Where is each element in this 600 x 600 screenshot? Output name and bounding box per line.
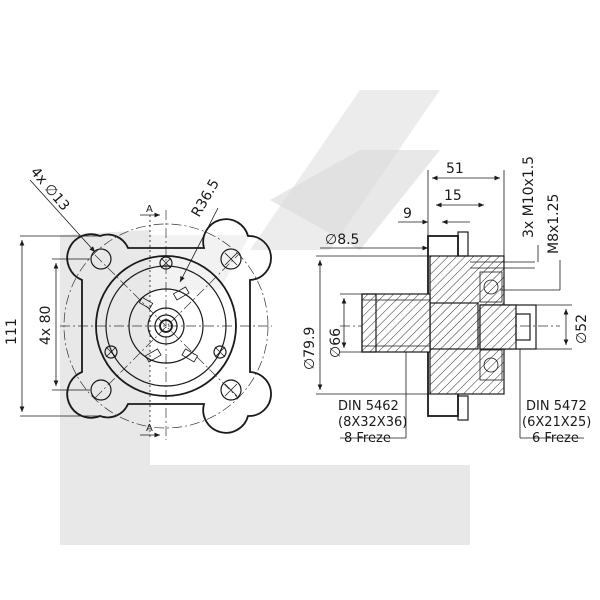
note-left-line2: (8X32X36) — [338, 415, 407, 430]
side-view: 51 15 9 ∅8.5 ∅79.9 ∅66 ∅52 3x M10x1.5 M8… — [302, 156, 590, 439]
slot-1 — [172, 286, 190, 301]
screw-left — [104, 345, 118, 359]
pilot-circle — [63, 223, 269, 429]
screw-right — [213, 345, 227, 359]
screw-top — [159, 256, 173, 270]
bolt-hole-top-right — [220, 248, 242, 270]
diagonal-centerline-1 — [94, 254, 239, 399]
shaft-inner — [159, 319, 173, 333]
body-hub-circle — [128, 288, 204, 364]
shaft-outer — [147, 307, 185, 345]
bearing-top — [479, 271, 503, 303]
note-right-line1: DIN 5472 — [526, 399, 587, 414]
bearing-bottom — [479, 349, 503, 381]
watermark-logo — [60, 90, 470, 545]
radius-leader — [179, 207, 219, 283]
radius-label: R36.5 — [189, 177, 223, 220]
dia-85-label: ∅8.5 — [325, 232, 359, 248]
flange-outline — [66, 218, 272, 434]
hole-leader — [29, 179, 96, 253]
slot-4 — [138, 296, 154, 310]
slot-2 — [144, 348, 162, 363]
length-51-label: 51 — [446, 161, 464, 177]
dia-799-label: ∅79.9 — [302, 327, 318, 370]
slot-3 — [181, 348, 199, 363]
body-outer-circle — [95, 255, 237, 397]
thread-m10-label: 3x M10x1.5 — [521, 156, 537, 238]
hole-label: 4x ∅13 — [27, 164, 72, 214]
height-label: 111 — [4, 318, 20, 345]
note-left-line1: DIN 5462 — [338, 399, 399, 414]
shaft-mid — [154, 314, 178, 338]
length-15-label: 15 — [444, 188, 462, 204]
dia-52-label: ∅52 — [574, 314, 590, 344]
thread-m8-label: M8x1.25 — [546, 194, 562, 254]
note-left-line3: 8 Freze — [344, 431, 391, 446]
note-right-line3: 6 Freze — [532, 431, 579, 446]
section-mark-bottom: A — [146, 423, 153, 434]
left-spline-shaft — [361, 293, 431, 353]
note-right: DIN 5472 (6X21X25) 6 Freze — [522, 399, 591, 446]
section-mark-top: A — [146, 204, 153, 215]
bolt-spacing-label: 4x 80 — [38, 306, 54, 345]
bolt-hole-top-left — [90, 248, 112, 270]
note-left: DIN 5462 (8X32X36) 8 Freze — [338, 399, 407, 446]
note-right-line2: (6X21X25) — [522, 415, 591, 430]
body-inner-circle — [105, 265, 227, 387]
dia-66-label: ∅66 — [328, 328, 344, 358]
diagonal-centerline-2 — [94, 254, 239, 399]
length-9-label: 9 — [403, 206, 412, 222]
bolt-hole-bottom-left — [90, 379, 112, 401]
bolt-hole-bottom-right — [220, 379, 242, 401]
